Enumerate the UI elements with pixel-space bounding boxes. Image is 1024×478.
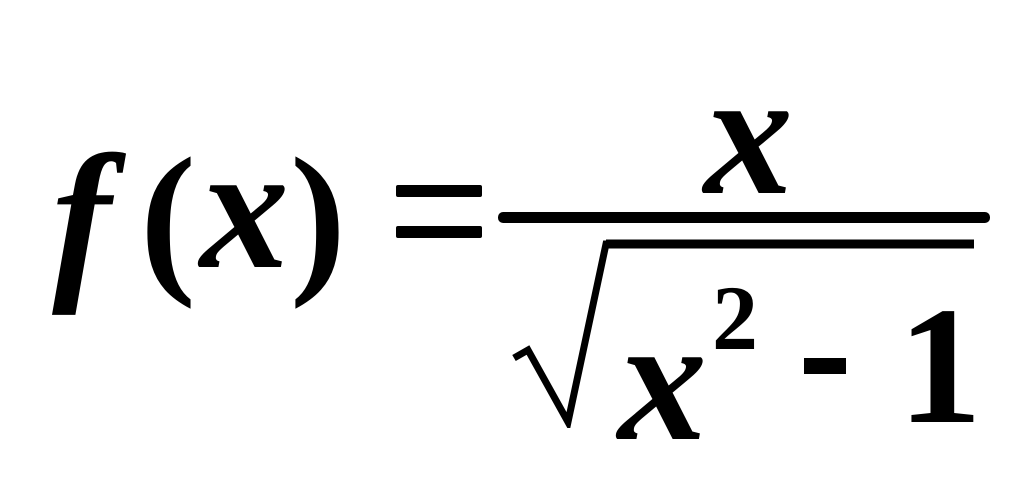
denominator-variable: x <box>618 280 707 478</box>
equals-top-bar <box>396 185 482 197</box>
close-parenthesis: ) <box>290 124 346 310</box>
equals-bottom-bar <box>396 226 482 238</box>
exponent: 2 <box>712 267 758 369</box>
function-argument: x <box>200 108 289 306</box>
math-formula: f ( x ) x x 2 1 <box>52 34 990 478</box>
open-parenthesis: ( <box>140 124 196 310</box>
minus-sign <box>804 358 846 374</box>
square-root-icon <box>512 239 974 428</box>
fraction-bar <box>498 212 990 223</box>
function-name: f <box>52 118 112 316</box>
constant-term: 1 <box>898 273 982 459</box>
numerator: x <box>704 34 793 232</box>
